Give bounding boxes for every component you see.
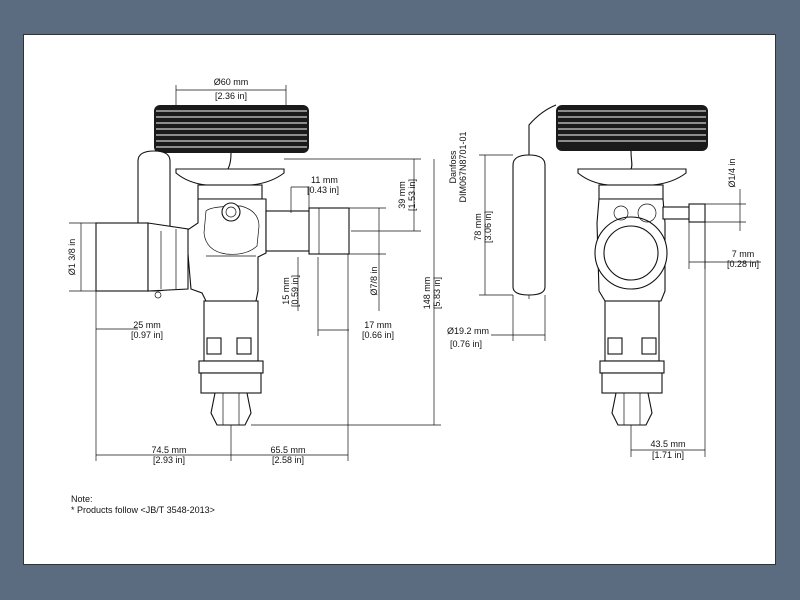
svg-text:[2.36 in]: [2.36 in] [215, 91, 247, 101]
dim-side-width: 43.5 mm [650, 439, 685, 449]
equalizer-fitting [688, 203, 706, 223]
dim-right-width: 65.5 mm [270, 445, 305, 455]
note-title: Note: [71, 494, 93, 504]
svg-text:[1.53 in]: [1.53 in] [407, 179, 417, 211]
side-view [512, 104, 708, 426]
svg-text:[3.06 in]: [3.06 in] [483, 211, 493, 243]
capillary-coil [154, 105, 309, 153]
note-text: * Products follow <JB/T 3548-2013> [71, 505, 215, 515]
dim-left-width: 74.5 mm [151, 445, 186, 455]
front-view [95, 105, 350, 426]
inlet-pipe [95, 222, 149, 292]
dim-diaphragm-dia: Ø60 mm [214, 77, 249, 87]
dim-inlet-size: Ø1 3/8 in [67, 239, 77, 276]
svg-text:[0.59 in]: [0.59 in] [290, 275, 300, 307]
dim-outlet-size: Ø7/8 in [369, 266, 379, 295]
technical-drawing: Ø60 mm [2.36 in] 11 mm [0.43 in] 39 mm [… [67, 77, 761, 515]
dim-bulb-dia: Ø19.2 mm [447, 326, 489, 336]
dim-bulb-length: 78 mm [473, 213, 483, 241]
side-dimensions: Danfoss DIM067N8701-01 78 mm [3.06 in] Ø… [447, 131, 761, 460]
svg-text:[2.93 in]: [2.93 in] [153, 455, 185, 465]
dim-cap-height: 39 mm [397, 181, 407, 209]
outlet-pipe [308, 207, 350, 255]
drawing-number: DIM067N8701-01 [458, 131, 468, 202]
adjusting-nut [210, 392, 252, 426]
dim-equalizer-stub: 7 mm [732, 249, 755, 259]
front-dimensions: Ø60 mm [2.36 in] 11 mm [0.43 in] 39 mm [… [67, 77, 442, 465]
drawing-sheet: Ø60 mm [2.36 in] 11 mm [0.43 in] 39 mm [… [23, 34, 776, 565]
dim-body-offset: 15 mm [281, 277, 291, 305]
svg-text:[5.83 in]: [5.83 in] [432, 277, 442, 309]
sensing-bulb-side [512, 154, 546, 296]
drawing-maker: Danfoss [448, 150, 458, 184]
diaphragm-head [175, 168, 285, 186]
svg-text:[0.28 in]: [0.28 in] [727, 259, 759, 269]
svg-text:[1.71 in]: [1.71 in] [652, 450, 684, 460]
capillary-coil-side [556, 105, 708, 151]
svg-text:[0.43 in]: [0.43 in] [307, 185, 339, 195]
svg-text:[2.58 in]: [2.58 in] [272, 455, 304, 465]
dim-outlet-offset: 11 mm [311, 175, 338, 185]
svg-text:[0.97 in]: [0.97 in] [131, 330, 163, 340]
dim-equalizer-size: Ø1/4 in [727, 158, 737, 187]
svg-text:[0.66 in]: [0.66 in] [362, 330, 394, 340]
dim-outlet-stub: 17 mm [364, 320, 392, 330]
svg-text:[0.76 in]: [0.76 in] [450, 339, 482, 349]
dim-inlet-stub: 25 mm [133, 320, 161, 330]
dim-total-height: 148 mm [422, 277, 432, 310]
